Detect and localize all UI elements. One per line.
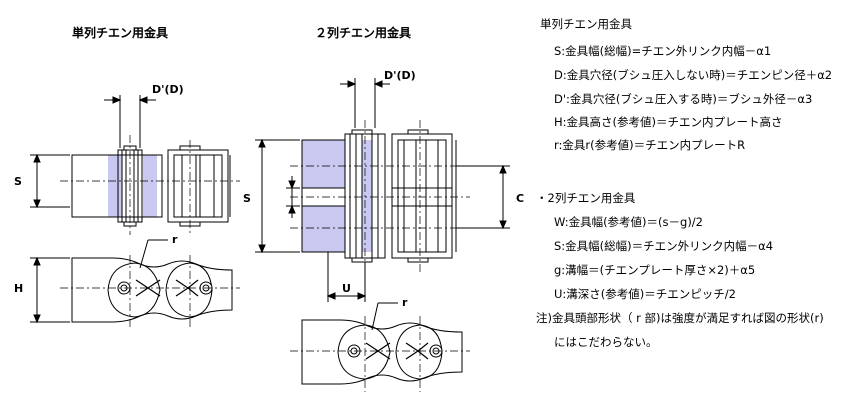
notes-single-item: S:金具幅(総幅)=チエン外リンク内幅－α1 — [554, 44, 772, 58]
label-s-double: S — [243, 192, 251, 205]
label-u-double: U — [342, 282, 351, 295]
notes-double-heading: ・2列チエン用金具 — [536, 191, 636, 205]
label-r-single: r — [172, 233, 178, 246]
notes-footnote-cont: にはこだわらない。 — [554, 335, 658, 349]
notes-double-item: g:溝幅＝(チエンプレート厚さ×2)＋α5 — [554, 263, 756, 277]
single-side-view — [30, 239, 240, 328]
label-d-prime-single: D'(D) — [152, 83, 184, 96]
double-top-view — [255, 78, 510, 302]
single-plate-fill-b — [143, 155, 157, 217]
notes-single-item: D':金具穴径(ブシュ圧入する時)＝ブシュ外径－α3 — [554, 92, 813, 106]
double-side-view — [290, 302, 470, 392]
notes-single-item: D:金具穴径(ブシュ圧入しない時)＝チエンピン径＋α2 — [554, 68, 833, 82]
notes-double-item: S:金具幅(総幅)＝チエン外リンク内幅－α4 — [554, 239, 774, 253]
label-c-double: C — [516, 192, 524, 205]
label-r-double: r — [402, 296, 408, 309]
notes-double-item: U:溝深さ(参考値)＝チエンピッチ/2 — [554, 287, 736, 301]
notes-single-item: r:金具r(参考値)＝チエン内プレートR — [554, 138, 746, 152]
notes-double-item: W:金具幅(参考値)＝(s－g)/2 — [554, 215, 703, 229]
label-d-prime-double: D'(D) — [384, 69, 416, 82]
label-h-single: H — [14, 282, 23, 295]
double-row-title: ２列チエン用金具 — [315, 26, 412, 40]
notes-footnote: 注)金具頭部形状（ r 部)は強度が満足すれば図の形状(r) — [536, 311, 824, 325]
single-top-view — [30, 95, 240, 235]
notes-single-item: H:金具高さ(参考値)＝チエン内プレート高さ — [554, 115, 783, 129]
single-row-title: 単列チエン用金具 — [72, 26, 169, 40]
single-plate-fill-a — [108, 155, 122, 217]
notes-single-heading: 単列チエン用金具 — [540, 17, 632, 31]
label-s-single: S — [14, 175, 22, 188]
